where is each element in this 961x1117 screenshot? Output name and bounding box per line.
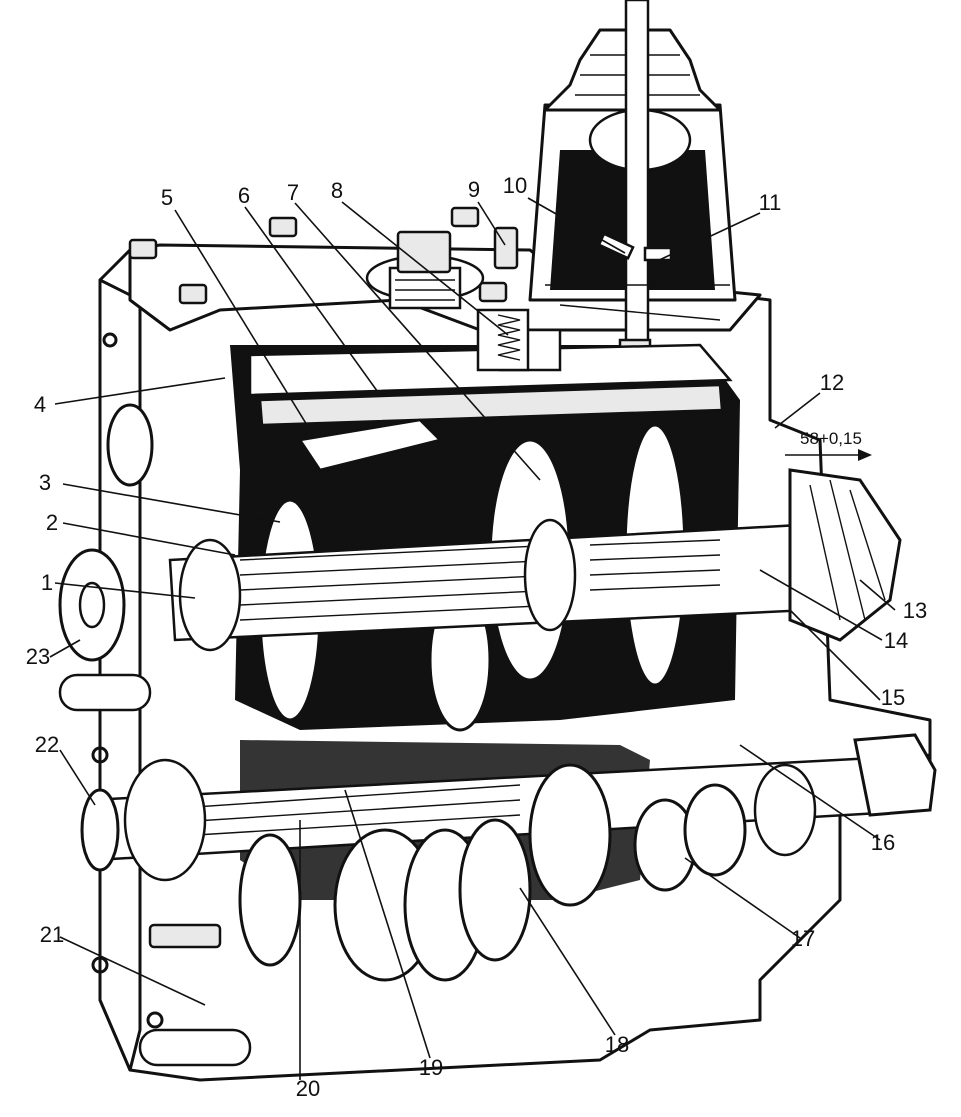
callout-2: 2 bbox=[46, 510, 58, 535]
callout-4: 4 bbox=[34, 392, 46, 417]
callout-3: 3 bbox=[39, 470, 51, 495]
callout-20: 20 bbox=[296, 1076, 320, 1101]
callout-5: 5 bbox=[161, 185, 173, 210]
callout-8: 8 bbox=[331, 178, 343, 203]
callout-12: 12 bbox=[820, 370, 844, 395]
callout-22: 22 bbox=[35, 732, 59, 757]
callout-13: 13 bbox=[903, 598, 927, 623]
leader-lines bbox=[49, 197, 896, 1080]
callout-23: 23 bbox=[26, 644, 50, 669]
callout-15: 15 bbox=[881, 685, 905, 710]
callout-7: 7 bbox=[287, 180, 299, 205]
callout-6: 6 bbox=[238, 183, 250, 208]
dowel-pins bbox=[58, 673, 252, 1067]
callout-9: 9 bbox=[468, 177, 480, 202]
callout-19: 19 bbox=[419, 1055, 443, 1080]
callout-labels: 1 2 3 4 5 6 7 8 9 10 11 12 58+0,15 13 14… bbox=[26, 173, 927, 1101]
callout-10: 10 bbox=[503, 173, 527, 198]
shift-rods bbox=[248, 308, 733, 472]
callout-1: 1 bbox=[41, 570, 53, 595]
shift-tower bbox=[528, 0, 737, 372]
callout-14: 14 bbox=[884, 628, 908, 653]
callout-21: 21 bbox=[40, 922, 64, 947]
callout-17: 17 bbox=[791, 926, 815, 951]
callout-18: 18 bbox=[605, 1032, 629, 1057]
filler-plug bbox=[365, 230, 485, 310]
housing-bolts bbox=[128, 206, 519, 305]
callout-11: 11 bbox=[759, 190, 782, 215]
dimension-note: 58+0,15 bbox=[800, 429, 862, 448]
callout-16: 16 bbox=[871, 830, 895, 855]
input-shaft bbox=[58, 468, 902, 662]
